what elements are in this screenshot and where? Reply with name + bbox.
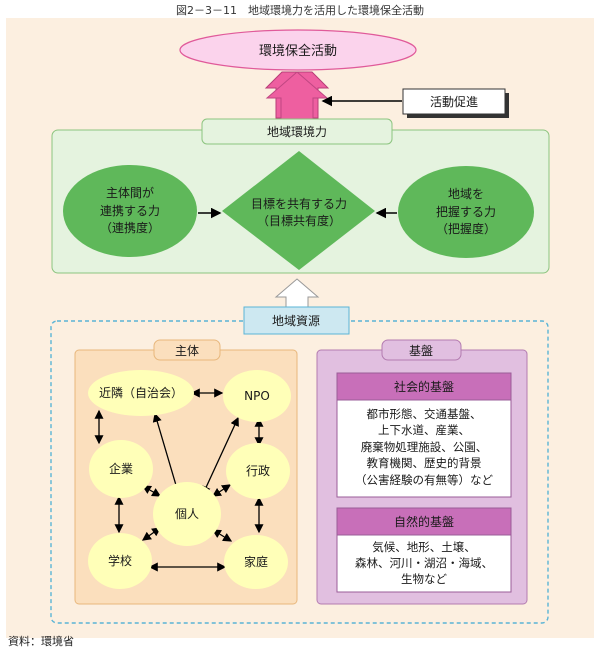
arrow-npo-individual xyxy=(202,416,239,496)
node-neighborhood xyxy=(88,370,194,416)
understanding-line-2: 把握する力 xyxy=(436,204,496,219)
social-line-3: 廃棄物処理施設、公園、 xyxy=(361,440,488,454)
understanding-line-1: 地域を xyxy=(448,187,484,201)
node-school xyxy=(88,533,152,589)
arrow-administration-individual xyxy=(211,484,232,497)
promotion-box xyxy=(402,88,506,115)
social-line-5: （公害経験の有無等）など xyxy=(355,473,493,487)
node-administration-label: 行政 xyxy=(246,464,270,478)
natural-line-3: 生物など xyxy=(401,572,447,586)
node-individual xyxy=(153,482,221,546)
promotion-label: 活動促進 xyxy=(430,95,478,109)
regional-power-title: 地域環境力 xyxy=(267,124,327,139)
natural-line-1: 気候、地形、土壌、 xyxy=(372,540,476,554)
arrow-neighborhood-individual xyxy=(152,412,181,494)
goal-sharing-line-2: （目標共有度） xyxy=(257,213,341,228)
regional-resources-title: 地域資源 xyxy=(272,314,320,328)
social-line-4: 教育機関、歴史的背景 xyxy=(367,456,482,470)
arrow-company-individual xyxy=(141,485,162,497)
social-line-1: 都市形態、交通基盤、 xyxy=(367,407,482,421)
goal-label: 環境保全活動 xyxy=(259,43,337,59)
figure-title: 図2－3－11 地域環境力を活用した環境保全活動 xyxy=(176,4,424,17)
cooperation-line-1: 主体間が xyxy=(106,185,154,200)
node-family xyxy=(224,535,288,589)
node-family-label: 家庭 xyxy=(244,554,268,569)
arrow-school-individual xyxy=(141,527,162,541)
regional-resources-box xyxy=(50,320,549,624)
natural-foundation-header xyxy=(336,507,512,536)
goal-ellipse xyxy=(179,29,417,71)
cooperation-line-3: （連携度） xyxy=(100,220,160,235)
understanding-line-3: （把握度） xyxy=(436,221,496,236)
cooperation-line-2: 連携する力 xyxy=(100,203,160,218)
node-administration xyxy=(226,443,290,499)
node-npo xyxy=(223,370,291,422)
social-foundation-header xyxy=(336,372,512,401)
goal-sharing-line-1: 目標を共有する力 xyxy=(251,197,347,211)
foundation-title: 基盤 xyxy=(409,344,433,358)
foundation-tab xyxy=(381,339,462,361)
regional-resources-tab xyxy=(243,306,350,335)
arrow-family-individual xyxy=(211,529,233,542)
understanding-ellipse xyxy=(398,166,534,258)
regional-power-title-tab xyxy=(201,118,393,145)
goal-sharing-diamond xyxy=(222,151,375,270)
node-company-label: 企業 xyxy=(109,461,133,476)
source-note: 資料：環境省 xyxy=(8,635,74,648)
node-school-label: 学校 xyxy=(108,553,132,568)
social-foundation-title: 社会的基盤 xyxy=(394,379,454,394)
natural-foundation-title: 自然的基盤 xyxy=(394,514,454,529)
node-company xyxy=(89,440,153,498)
actors-title: 主体 xyxy=(175,344,199,358)
actors-tab xyxy=(153,339,221,361)
node-individual-label: 個人 xyxy=(175,507,199,521)
natural-line-2: 森林、河川・湖沼・海域、 xyxy=(355,556,493,570)
cooperation-ellipse xyxy=(63,165,197,257)
node-npo-label: NPO xyxy=(244,389,270,403)
actor-arrows xyxy=(94,388,264,572)
node-neighborhood-label: 近隣（自治会） xyxy=(99,385,183,400)
social-line-2: 上下水道、産業、 xyxy=(378,423,470,437)
